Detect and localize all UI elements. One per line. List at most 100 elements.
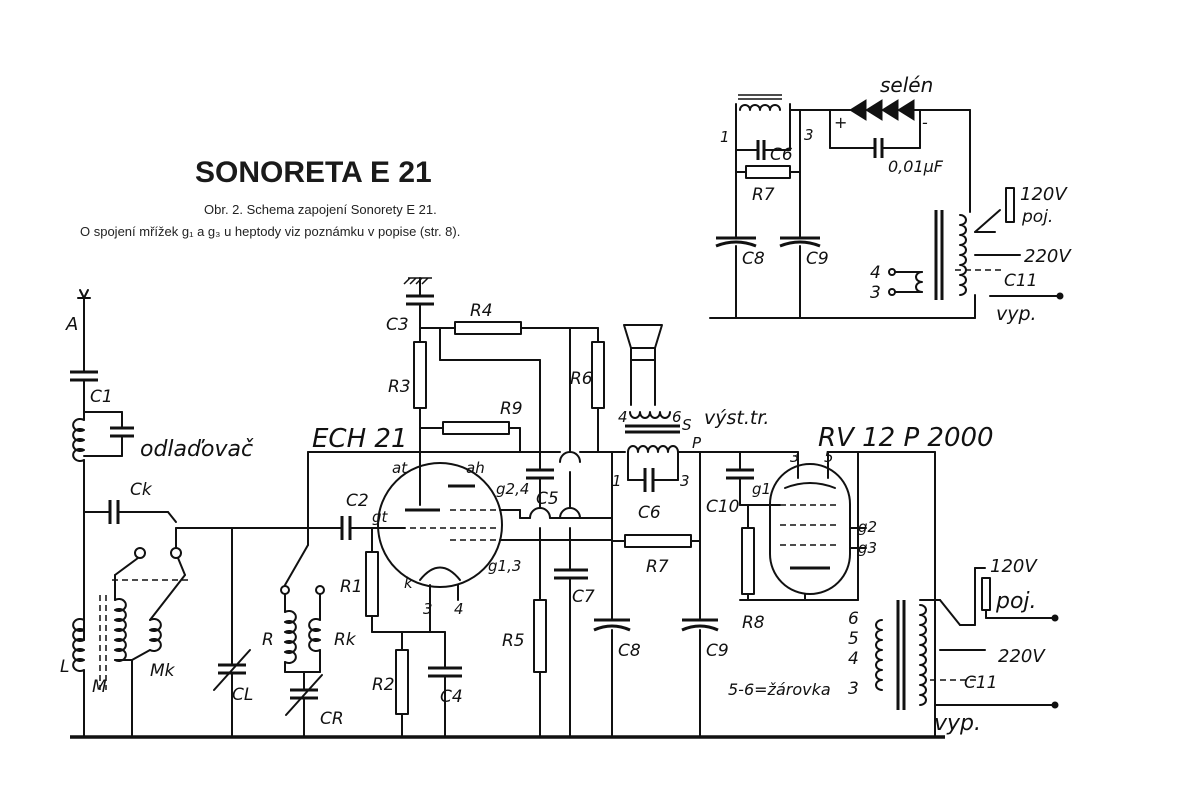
r6-label: R6	[570, 369, 593, 389]
capacitor-c2	[307, 516, 406, 540]
inset-c11-label: C11	[1004, 271, 1038, 291]
inset-four-label: 4	[870, 263, 881, 283]
schematic-title: SONORETA E 21	[195, 156, 432, 189]
g24-label: g2,4	[496, 480, 529, 498]
m-label: M	[92, 677, 107, 697]
resistor-r3	[413, 327, 427, 476]
r1-label: R1	[340, 577, 363, 597]
capacitor-c9	[681, 451, 719, 738]
wave-trap-coil	[72, 411, 134, 641]
tube-ech21-label: ECH 21	[312, 424, 407, 454]
c10-label: C10	[706, 497, 740, 517]
cl-label: CL	[232, 685, 253, 705]
gt-label: gt	[372, 508, 389, 526]
c2-label: C2	[346, 491, 369, 511]
inset-c9-label: C9	[806, 249, 829, 269]
t6-label: 6	[672, 408, 682, 426]
inset-poj-label: poj.	[1021, 207, 1053, 227]
inset-minus-label: -	[922, 113, 928, 132]
p-label: P	[692, 434, 702, 452]
inset-cap-value-label: 0,01μF	[888, 157, 944, 176]
tr4-label: 4	[848, 649, 859, 669]
capacitor-cr	[285, 671, 323, 738]
output-transformer	[625, 411, 701, 492]
inset-c8-label: C8	[742, 249, 765, 269]
r7-label: R7	[646, 557, 669, 577]
pin3-output-label: 3	[790, 448, 800, 466]
at-label: at	[392, 459, 408, 477]
g13-label: g1,3	[488, 557, 521, 575]
c1-label: C1	[90, 387, 113, 407]
coil-mk	[131, 574, 186, 661]
oscillator-coil-rk	[308, 593, 321, 673]
c9-label: C9	[706, 641, 729, 661]
tr3-label: 3	[848, 679, 859, 699]
resistor-r7	[611, 534, 701, 548]
t3-label: 3	[680, 472, 690, 490]
c3-label: C3	[386, 315, 409, 335]
inset-r7-label: R7	[752, 185, 775, 205]
tr5-label: 5	[848, 629, 859, 649]
caption-line-2: O spojení mřížek g₁ a g₃ u heptody viz p…	[80, 224, 460, 239]
cr-label: CR	[320, 709, 344, 729]
v120-label: 120V	[990, 556, 1038, 577]
capacitor-c7	[554, 327, 588, 738]
power-transformer	[875, 567, 1056, 710]
tr6-label: 6	[848, 609, 859, 629]
pin3-label: 3	[423, 600, 433, 618]
mains-terminal-top	[1051, 614, 1059, 622]
capacitor-c1	[70, 370, 98, 413]
capacitor-c4	[401, 631, 462, 738]
t1-label: 1	[612, 472, 622, 490]
c5-label: C5	[536, 489, 559, 509]
capacitor-c10	[699, 451, 799, 506]
r-label: R	[262, 630, 274, 650]
mk-label: Mk	[150, 661, 176, 681]
inset-v220-label: 220V	[1024, 246, 1072, 267]
coil-m	[114, 574, 133, 738]
antenna	[77, 289, 91, 373]
capacitor-c3	[403, 277, 434, 329]
r4-label: R4	[470, 301, 493, 321]
c7-label: C7	[572, 587, 595, 607]
antenna-coil-l	[72, 595, 107, 738]
inset-vyp-label: vyp.	[996, 303, 1037, 325]
tube-ech21	[377, 462, 503, 588]
capacitor-c8	[593, 618, 631, 738]
capacitor-cl	[213, 527, 251, 738]
r2-label: R2	[372, 675, 395, 695]
output-transformer-label: výst.tr.	[704, 407, 769, 429]
c6-label: C6	[638, 503, 661, 523]
resistor-r4	[419, 321, 599, 335]
zarovka-label: 5-6=žárovka	[728, 680, 831, 699]
ah-label: ah	[466, 459, 485, 477]
resistor-r9	[419, 421, 521, 453]
caption-line-1: Obr. 2. Schema zapojení Sonorety E 21.	[204, 202, 437, 217]
t4-label: 4	[618, 408, 628, 426]
poj-label: poj.	[995, 589, 1037, 614]
resistor-r6	[591, 327, 605, 453]
r8-label: R8	[742, 613, 765, 633]
band-switch	[112, 527, 309, 581]
inset-one-label: 1	[720, 128, 730, 146]
inset-three-b-label: 3	[870, 283, 881, 303]
inset-c6-label: C6	[770, 145, 793, 165]
antenna-label: A	[65, 314, 78, 335]
resistor-r2	[395, 631, 409, 738]
capacitor-c5	[526, 451, 554, 601]
resistor-r8	[739, 451, 936, 601]
inset-plus-label: +	[834, 113, 847, 132]
v220-label: 220V	[998, 646, 1046, 667]
r5-label: R5	[502, 631, 525, 651]
rk-label: Rk	[334, 630, 357, 650]
inset-v120-label: 120V	[1020, 184, 1068, 205]
oscillator-coil-r	[284, 593, 321, 673]
oscillator-switch	[280, 527, 325, 595]
speaker	[623, 324, 663, 406]
resistor-r5	[533, 599, 547, 738]
c8-label: C8	[618, 641, 641, 661]
k-label: k	[404, 574, 414, 592]
tube-rv12p2000-label: RV 12 P 2000	[818, 423, 994, 453]
g1-label: g1	[752, 480, 771, 498]
l-label: L	[60, 657, 69, 677]
